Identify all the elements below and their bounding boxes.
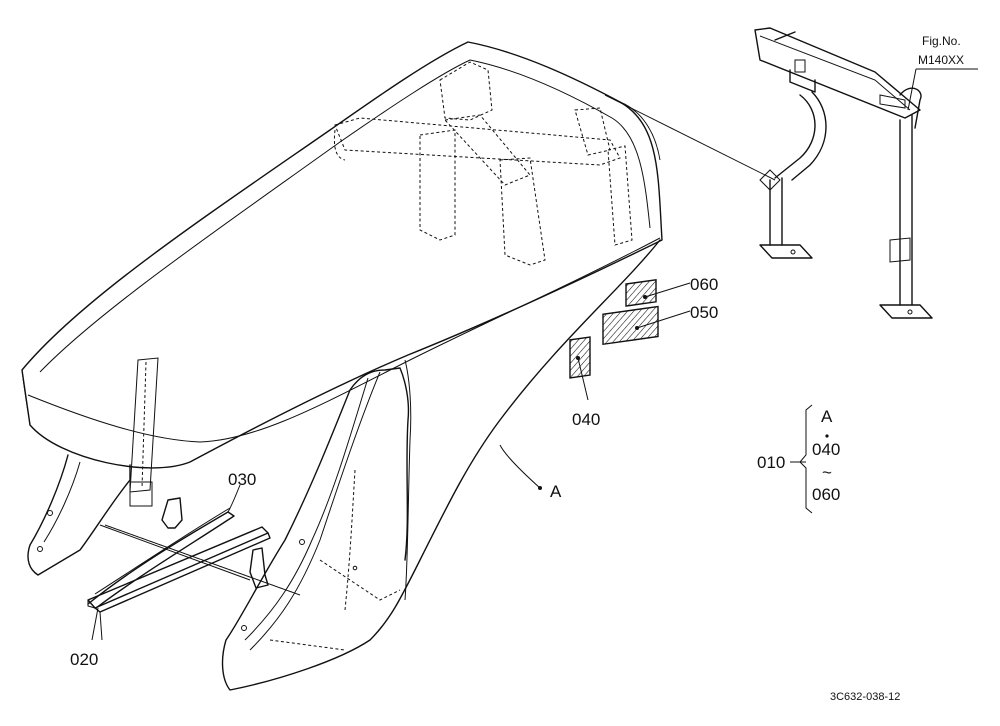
clip-rear <box>249 547 269 589</box>
legend-number: 010 <box>757 453 785 472</box>
legend-mid: 040 <box>812 440 840 459</box>
leader-lines <box>91 94 776 641</box>
callout-040: 040 <box>572 410 600 429</box>
figure-reference: Fig.No. M140XX <box>907 34 978 111</box>
front-grille-left <box>27 357 159 576</box>
fig-no-value: M140XX <box>918 53 964 67</box>
callout-assembly-a: A <box>550 482 562 501</box>
fig-no-label: Fig.No. <box>922 34 961 48</box>
callout-050: 050 <box>690 303 718 322</box>
decal-060 <box>625 279 657 307</box>
decal-050 <box>602 305 659 346</box>
clip-front <box>161 497 183 529</box>
legend-bottom: 060 <box>812 485 840 504</box>
callout-030: 030 <box>228 470 256 489</box>
callout-060: 060 <box>690 275 718 294</box>
decal-040 <box>569 336 591 379</box>
legend-top: A <box>821 407 833 426</box>
rubber-strip-030 <box>87 507 235 609</box>
callout-020: 020 <box>70 650 98 669</box>
hood-frame-dashed <box>333 61 633 266</box>
legend-tilde: ~ <box>822 463 832 482</box>
side-cover <box>221 239 661 691</box>
drawing-code: 3C632-038-12 <box>830 691 900 703</box>
hood-support-stand <box>754 27 933 319</box>
assembly-legend: 010 A 040 ~ 060 <box>757 404 840 514</box>
bonnet-top <box>21 41 663 469</box>
